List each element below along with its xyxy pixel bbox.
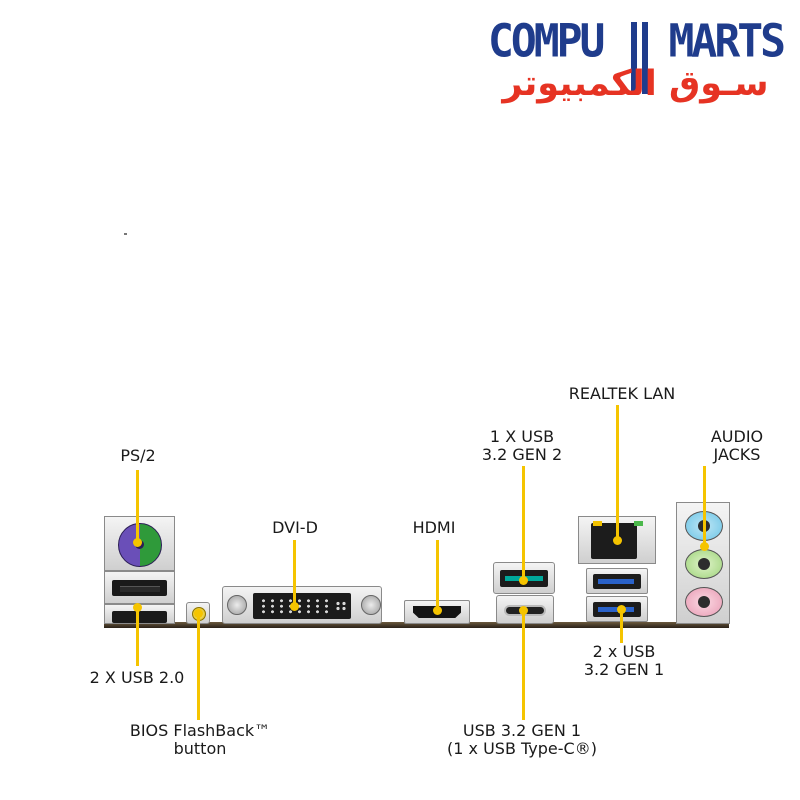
usb20-port — [104, 571, 175, 604]
audio-jack-line-out — [685, 549, 723, 579]
leader-dot-audio — [700, 542, 709, 551]
label-hdmi: HDMI — [412, 518, 456, 537]
leader-flashback — [197, 612, 200, 720]
leader-lan — [616, 405, 619, 540]
label-ps2: PS/2 — [120, 446, 156, 465]
leader-dot-usb-typec — [519, 606, 528, 615]
usb20-port — [104, 604, 175, 624]
logo-text-right: MARTS — [668, 15, 786, 69]
leader-usb-typec — [522, 610, 525, 720]
usb32-gen1-port — [586, 568, 648, 594]
logo-arabic-text: سـوق الكمبيوتر — [502, 64, 769, 104]
label-usb-typec: USB 3.2 GEN 1(1 x USB Type-C®) — [447, 721, 597, 758]
leader-usb20 — [136, 606, 139, 666]
leader-dot-flashback — [194, 609, 203, 618]
leader-audio — [703, 466, 706, 546]
dvi-d-port — [222, 586, 382, 624]
leader-dot-ps2 — [133, 538, 142, 547]
logo-text-left: COMPU — [488, 15, 605, 69]
leader-dot-usb32-gen1 — [617, 605, 626, 614]
compumarts-logo: COMPU MARTS سـوق الكمبيوتر — [488, 15, 786, 110]
leader-dot-usb20 — [133, 603, 142, 612]
label-dvi: DVI-D — [272, 518, 318, 537]
leader-hdmi — [436, 540, 439, 610]
label-usb20: 2 X USB 2.0 — [89, 668, 185, 687]
io-panel-edge — [104, 622, 729, 628]
leader-dot-hdmi — [433, 606, 442, 615]
leader-dot-usb32-gen2 — [519, 576, 528, 585]
leader-ps2 — [136, 470, 139, 542]
leader-dot-dvi — [290, 602, 299, 611]
logo-bars — [631, 22, 653, 94]
audio-jack-mic — [685, 587, 723, 617]
leader-usb32-gen2 — [522, 466, 525, 580]
label-realtek-lan: REALTEK LAN — [568, 384, 676, 403]
leader-dot-lan — [613, 536, 622, 545]
leader-dvi — [293, 540, 296, 606]
speck — [124, 233, 127, 235]
leader-usb32-gen1 — [620, 608, 623, 643]
